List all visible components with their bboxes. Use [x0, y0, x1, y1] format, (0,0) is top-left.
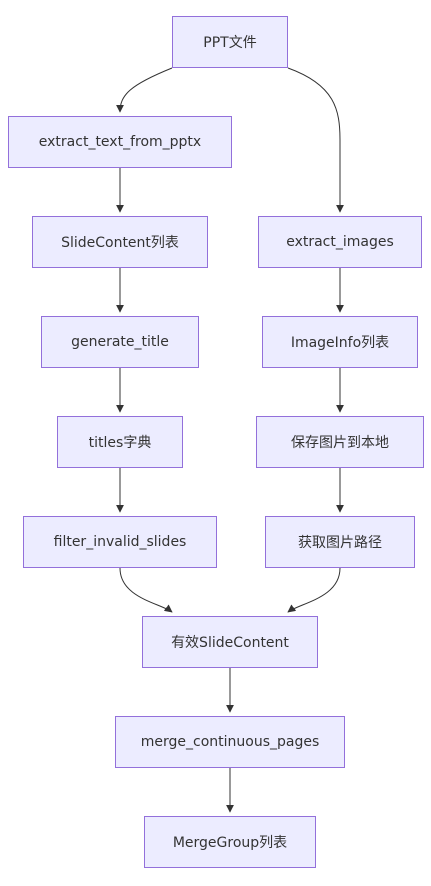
node-save-images-locally: 保存图片到本地 — [256, 416, 424, 468]
node-label: titles字典 — [88, 435, 152, 451]
node-ppt-file: PPT文件 — [172, 16, 288, 68]
node-generate-title: generate_title — [41, 316, 199, 368]
node-label: ImageInfo列表 — [290, 335, 390, 351]
node-label: MergeGroup列表 — [172, 835, 288, 851]
node-titles-dict: titles字典 — [57, 416, 183, 468]
node-label: generate_title — [71, 334, 169, 350]
node-label: 有效SlideContent — [171, 635, 289, 651]
node-get-image-paths: 获取图片路径 — [265, 516, 415, 568]
node-label: merge_continuous_pages — [140, 734, 320, 750]
node-label: 获取图片路径 — [298, 535, 382, 551]
edge-ppt-to-extract-images — [287, 67, 344, 213]
node-label: extract_text_from_pptx — [38, 134, 202, 150]
edge-get-paths-to-valid-slides — [287, 567, 341, 613]
node-valid-slidecontent: 有效SlideContent — [142, 616, 318, 668]
node-label: extract_images — [286, 234, 394, 250]
node-label: PPT文件 — [203, 35, 257, 51]
node-label: filter_invalid_slides — [53, 534, 187, 550]
node-extract-images: extract_images — [258, 216, 422, 268]
edge-ppt-to-extract-text — [116, 67, 173, 113]
node-filter-invalid-slides: filter_invalid_slides — [23, 516, 217, 568]
node-mergegroup-list: MergeGroup列表 — [144, 816, 316, 868]
edge-filter-to-valid-slides — [119, 567, 173, 613]
node-merge-continuous-pages: merge_continuous_pages — [115, 716, 345, 768]
node-slidecontent-list: SlideContent列表 — [32, 216, 208, 268]
node-imageinfo-list: ImageInfo列表 — [262, 316, 418, 368]
node-label: SlideContent列表 — [61, 235, 179, 251]
node-label: 保存图片到本地 — [291, 435, 389, 451]
node-extract-text-from-pptx: extract_text_from_pptx — [8, 116, 232, 168]
